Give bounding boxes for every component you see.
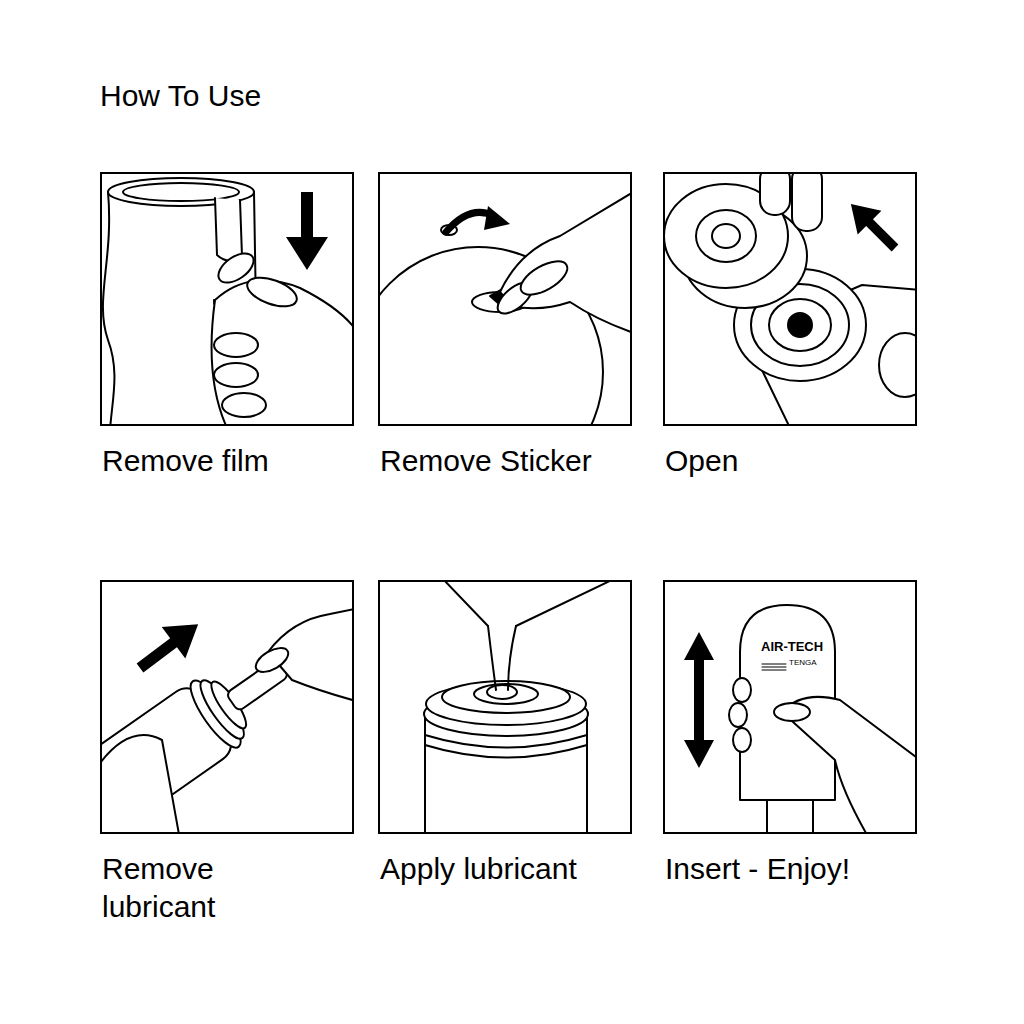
apply-lubricant-figure — [424, 582, 616, 832]
finger — [252, 643, 292, 677]
hand — [500, 188, 630, 335]
finger — [792, 173, 822, 231]
finger — [222, 393, 266, 417]
direction-arrow — [128, 609, 210, 684]
cup-opening — [487, 685, 517, 699]
step-panel: Remove Sticker — [378, 172, 632, 426]
step-caption: Open — [665, 442, 919, 480]
open-figure — [664, 173, 915, 424]
step-panel: Remove lubricant — [100, 580, 354, 834]
step-caption: Remove Sticker — [380, 442, 650, 480]
step-caption: Apply lubricant — [380, 850, 650, 888]
direction-arrow — [839, 192, 907, 260]
finger — [733, 678, 751, 702]
finger — [243, 272, 300, 312]
logo-lines — [762, 664, 786, 670]
thumb — [774, 703, 810, 721]
step-panel: Open — [663, 172, 917, 426]
step-panel: Insert - Enjoy! — [663, 580, 917, 834]
finger — [729, 703, 747, 727]
finger — [733, 728, 751, 752]
finger — [214, 363, 258, 387]
rotate-arrow-head — [484, 206, 510, 230]
cup-opening — [788, 313, 812, 337]
step-caption: Remove lubricant — [102, 850, 302, 925]
product-logo-text: AIR-TECH — [760, 640, 824, 654]
remove-film-figure — [103, 178, 352, 424]
finger — [760, 173, 790, 215]
hand — [101, 735, 180, 832]
lubricant-pouch — [442, 582, 616, 626]
cup-rim-inner — [123, 183, 239, 201]
hand — [879, 333, 915, 397]
cup-band — [425, 735, 587, 758]
insert-figure — [684, 605, 915, 832]
remove-lubricant-figure — [101, 608, 352, 832]
cap-ring — [696, 210, 756, 262]
double-arrow — [684, 632, 714, 768]
step-caption: Remove film — [102, 442, 356, 480]
product-logo-text: TENGA — [788, 659, 818, 668]
cup-ring — [474, 684, 538, 704]
step-caption: Insert - Enjoy! — [665, 850, 935, 888]
cup-ring — [442, 681, 570, 713]
film-strip — [215, 198, 242, 261]
insert-shaft — [767, 800, 813, 832]
remove-sticker-figure — [379, 188, 630, 424]
step-panel: Apply lubricant — [378, 580, 632, 834]
direction-arrow — [286, 192, 328, 270]
cup-ring — [769, 299, 831, 351]
lubricant-stream — [488, 626, 516, 690]
finger — [515, 255, 572, 302]
finger — [214, 333, 258, 357]
step-panel: Remove film — [100, 172, 354, 426]
cap-ring — [712, 224, 740, 248]
page-title: How To Use — [100, 78, 261, 114]
